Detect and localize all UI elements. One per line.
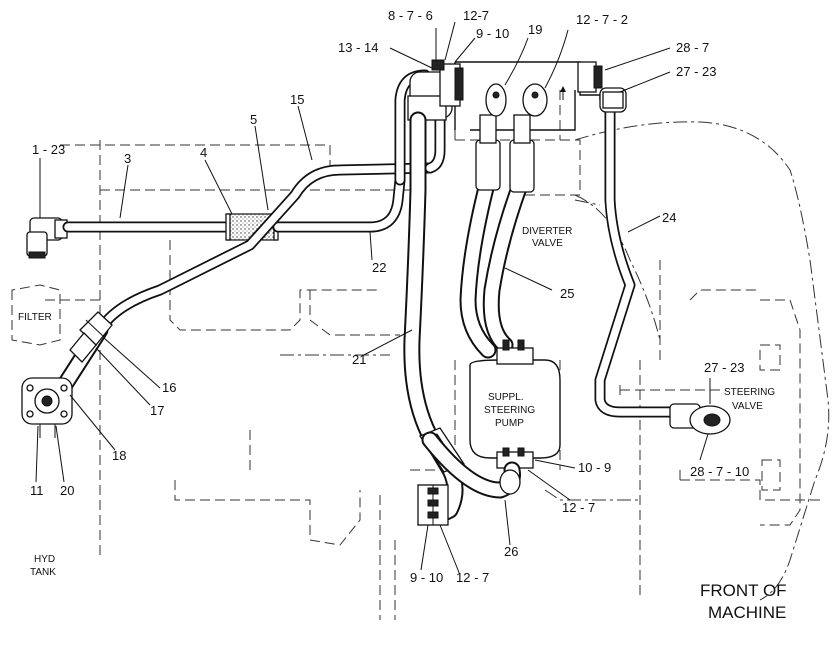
pump-label-2: STEERING <box>484 405 535 416</box>
callout-22: 22 <box>372 260 386 275</box>
hose-25 <box>482 176 529 354</box>
tube-22 <box>272 174 406 233</box>
callout-12-7-2: 12 - 7 - 2 <box>576 12 628 27</box>
callout-12-7-bottom: 12 - 7 <box>456 570 489 585</box>
callouts: 8 - 7 - 6 12-7 9 - 10 13 - 14 19 12 - 7 … <box>30 8 749 585</box>
hyd-tank-label-1: HYD <box>34 554 55 565</box>
callout-13-14: 13 - 14 <box>338 40 378 55</box>
hyd-tank-label-2: TANK <box>30 567 56 578</box>
callout-27-23-right: 27 - 23 <box>704 360 744 375</box>
callout-9-10-bottom: 9 - 10 <box>410 570 443 585</box>
callout-28-7: 28 - 7 <box>676 40 709 55</box>
component-labels: DIVERTER VALVE STEERING VALVE HYD TANK F… <box>30 226 787 622</box>
steering-valve-label-2: VALVE <box>732 401 763 412</box>
tube-24 <box>594 87 686 418</box>
callout-12-7-top: 12-7 <box>463 8 489 23</box>
hose-25-fittings <box>509 83 548 193</box>
hose-26 <box>421 431 521 499</box>
callout-25: 25 <box>560 286 574 301</box>
front-of-machine-label-2: MACHINE <box>708 603 786 622</box>
callout-27-23-top: 27 - 23 <box>676 64 716 79</box>
diverter-valve-label-1: DIVERTER <box>522 226 572 237</box>
callout-12-7-mid: 12 - 7 <box>562 500 595 515</box>
hose-19 <box>459 171 497 359</box>
front-of-machine-label-1: FRONT OF <box>700 581 787 600</box>
callout-26: 26 <box>504 544 518 559</box>
callout-9-10-top: 9 - 10 <box>476 26 509 41</box>
callout-21: 21 <box>352 352 366 367</box>
callout-3: 3 <box>124 151 131 166</box>
callout-5: 5 <box>250 112 257 127</box>
filter-elbow-fitting <box>26 217 68 259</box>
diverter-valve-label-2: VALVE <box>532 238 563 249</box>
tube-15 <box>94 162 436 336</box>
diverter-valve <box>454 61 603 131</box>
callout-28-7-10: 28 - 7 - 10 <box>690 464 749 479</box>
filter-label: FILTER <box>18 312 52 323</box>
tank-fitting-bottom <box>417 484 449 526</box>
callout-4: 4 <box>200 145 207 160</box>
callout-16: 16 <box>162 380 176 395</box>
callout-8-7-6: 8 - 7 - 6 <box>388 8 433 23</box>
steering-valve-label-1: STEERING <box>724 387 775 398</box>
callout-1-23: 1 - 23 <box>32 142 65 157</box>
split-flange-18 <box>21 377 73 438</box>
filter: FILTER <box>11 284 61 346</box>
leader-lines <box>35 21 711 576</box>
callout-11: 11 <box>30 483 44 498</box>
valve-top-fittings <box>407 59 464 121</box>
callout-17: 17 <box>150 403 164 418</box>
pump-label-1: SUPPL. <box>488 392 524 403</box>
callout-20: 20 <box>60 483 74 498</box>
callout-19: 19 <box>528 22 542 37</box>
pump-label-3: PUMP <box>495 418 524 429</box>
supplemental-steering-pump: SUPPL. STEERING PUMP <box>469 339 561 469</box>
callout-10-9: 10 - 9 <box>578 460 611 475</box>
callout-24: 24 <box>662 210 676 225</box>
steering-valve-fitting <box>669 403 731 435</box>
machine-frame-outline <box>280 121 830 601</box>
hose-19-fittings <box>475 83 507 191</box>
callout-15: 15 <box>290 92 304 107</box>
callout-18: 18 <box>112 448 126 463</box>
